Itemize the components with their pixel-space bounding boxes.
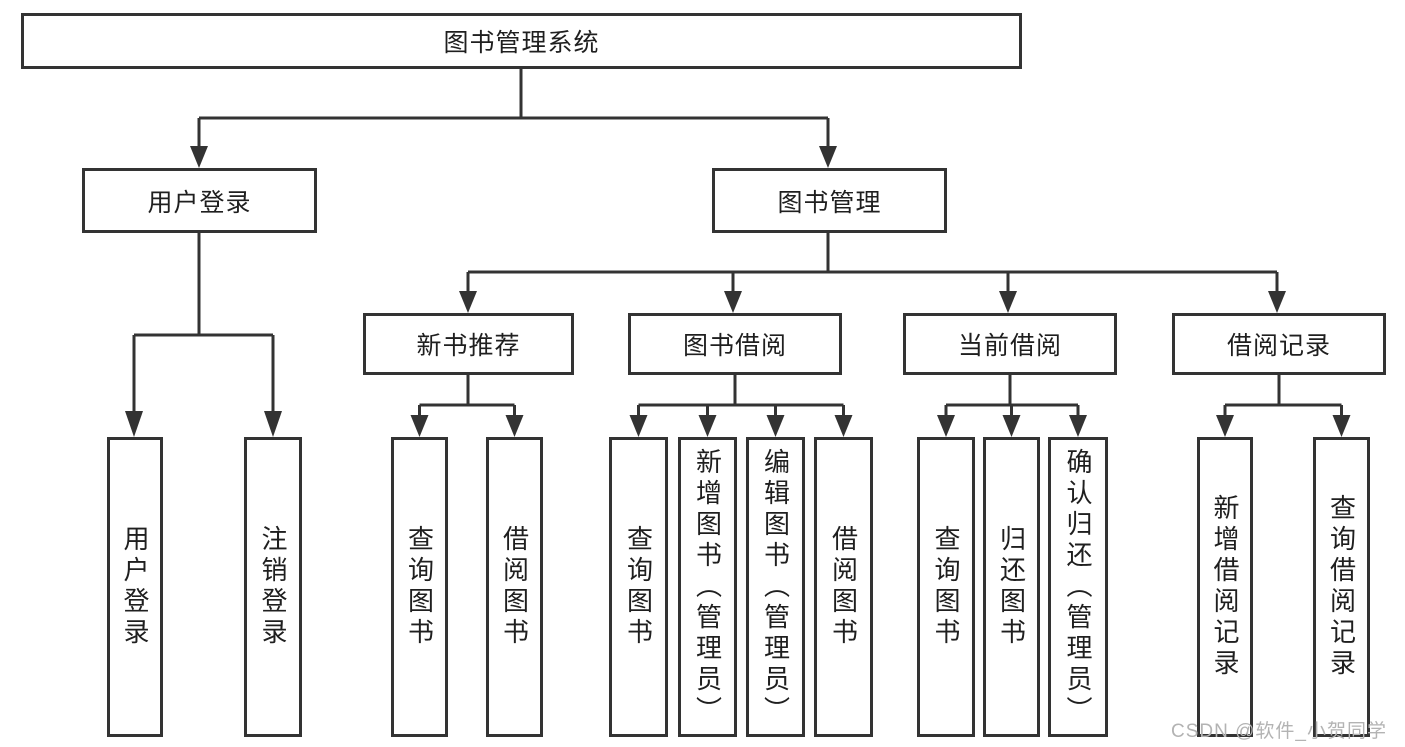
node-cb-query-books: 查询图书 <box>917 437 975 737</box>
node-borrowing-records: 借阅记录 <box>1172 313 1386 375</box>
node-bb-add-books-admin: 新增图书（管理员） <box>678 437 737 737</box>
arrowheads <box>125 146 1351 437</box>
node-current-borrowing: 当前借阅 <box>903 313 1117 375</box>
node-book-management: 图书管理 <box>712 168 947 233</box>
node-logout: 注销登录 <box>244 437 302 737</box>
node-br-query-record: 查询借阅记录 <box>1313 437 1370 737</box>
node-book-borrowing: 图书借阅 <box>628 313 842 375</box>
node-user-login-group: 用户登录 <box>82 168 317 233</box>
node-bb-query-books: 查询图书 <box>609 437 668 737</box>
node-bb-borrow-books: 借阅图书 <box>814 437 873 737</box>
csdn-watermark: CSDN @软件_小贺同学 <box>1171 721 1387 742</box>
node-nbr-borrow-books: 借阅图书 <box>486 437 543 737</box>
node-br-add-record: 新增借阅记录 <box>1197 437 1253 737</box>
node-new-book-recommend: 新书推荐 <box>363 313 574 375</box>
node-nbr-query-books: 查询图书 <box>391 437 448 737</box>
node-user-login: 用户登录 <box>107 437 163 737</box>
node-cb-return-books: 归还图书 <box>983 437 1040 737</box>
node-book-management-system: 图书管理系统 <box>21 13 1022 69</box>
node-cb-confirm-return-admin: 确认归还（管理员） <box>1048 437 1108 737</box>
node-bb-edit-books-admin: 编辑图书（管理员） <box>746 437 805 737</box>
